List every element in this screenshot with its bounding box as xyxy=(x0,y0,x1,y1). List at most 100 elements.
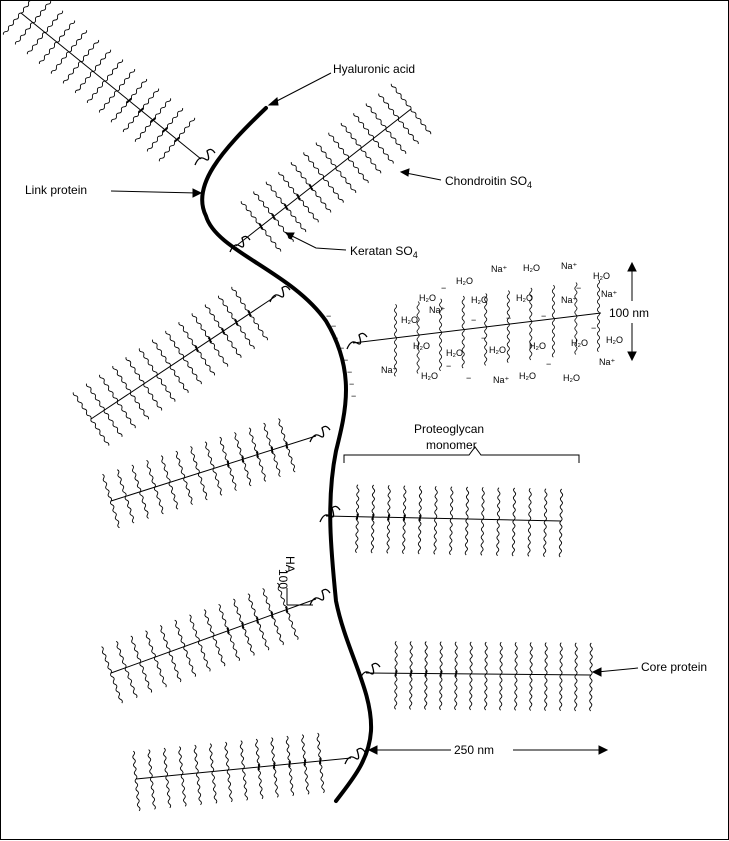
chondroitin-chain xyxy=(264,423,273,450)
chondroitin-chain xyxy=(272,450,281,477)
chondroitin-chain xyxy=(184,478,193,505)
chondroitin-chain xyxy=(147,130,165,152)
chondroitin-chain xyxy=(512,520,515,556)
hydrated-chain xyxy=(597,280,599,316)
proteoglycan-monomer xyxy=(133,733,365,811)
chondroitin-chain xyxy=(153,98,171,120)
chondroitin-chain xyxy=(336,168,356,193)
water-molecule: H₂O xyxy=(456,276,473,286)
water-molecule: H₂O xyxy=(606,335,623,345)
sodium-ion: Na⁺ xyxy=(493,375,510,385)
label-proteoglycan: Proteoglycan xyxy=(414,422,484,436)
chondroitin-chain xyxy=(135,120,153,142)
hydrated-core-protein xyxy=(353,313,601,343)
chondroitin-chain xyxy=(373,138,393,163)
chondroitin-chain xyxy=(425,642,427,674)
chondroitin-chain xyxy=(233,599,243,625)
chondroitin-chain xyxy=(410,641,412,673)
negative-charge: − xyxy=(481,333,486,343)
chondroitin-chain xyxy=(240,741,244,769)
chondroitin-chain xyxy=(263,589,273,615)
chondroitin-chain xyxy=(236,322,254,349)
chondroitin-chain xyxy=(220,437,229,464)
chondroitin-chain xyxy=(410,673,412,709)
chondroitin-chain xyxy=(278,419,287,446)
chondroitin-chain xyxy=(166,331,184,358)
chondroitin-chain xyxy=(500,674,502,710)
chondroitin-chain xyxy=(227,770,232,802)
chondroitin-chain xyxy=(111,101,129,123)
chondroitin-chain xyxy=(198,473,207,500)
chondroitin-chain xyxy=(51,52,69,74)
chondroitin-chain xyxy=(241,201,261,226)
chondroitin-chain xyxy=(286,736,290,764)
chondroitin-chain xyxy=(242,625,254,655)
annotation-lines xyxy=(111,73,638,754)
proteoglycan-monomer xyxy=(230,84,431,252)
chondroitin-chain xyxy=(485,674,487,710)
chondroitin-chain xyxy=(159,140,177,162)
chondroitin-chain xyxy=(304,152,324,177)
negative-charge: − xyxy=(591,323,596,333)
label-100-nm: 100 nm xyxy=(609,306,649,320)
negative-charge: − xyxy=(349,379,354,389)
hydrated-chain xyxy=(552,285,554,321)
chondroitin-chain xyxy=(515,642,517,674)
chondroitin-chain xyxy=(165,108,183,130)
keratan-chain xyxy=(289,761,290,767)
chondroitin-chain xyxy=(257,620,269,650)
chondroitin-chain xyxy=(117,401,135,428)
core-protein-arrowhead xyxy=(593,668,601,676)
chondroitin-chain xyxy=(116,641,126,667)
chondroitin-chain xyxy=(590,643,592,675)
chondroitin-chain xyxy=(256,739,260,767)
sodium-ion: Na⁺ xyxy=(429,305,446,315)
chondroitin-chain xyxy=(371,517,374,553)
proteoglycan-monomer xyxy=(360,641,592,711)
chondroitin-chain xyxy=(177,118,195,140)
chondroitin-chain xyxy=(102,647,112,673)
proteoglycan-monomer xyxy=(102,583,331,703)
proteoglycan-monomer xyxy=(3,1,215,165)
chondroitin-chain xyxy=(91,419,109,446)
chondroitin-chain xyxy=(249,428,258,455)
chondroitin-chain xyxy=(391,84,411,109)
chondroitin-text: Chondroitin SO xyxy=(445,174,527,188)
chondroitin-chain xyxy=(470,674,472,710)
water-molecule: H₂O xyxy=(523,263,540,273)
chondroitin-chain xyxy=(232,287,250,314)
chondroitin-chain xyxy=(560,643,562,675)
chondroitin-chain xyxy=(219,604,229,630)
water-molecule: H₂O xyxy=(471,295,488,305)
chondroitin-chain xyxy=(398,119,418,144)
chondroitin-chain xyxy=(210,744,214,772)
chondroitin-chain xyxy=(133,751,137,779)
negative-charge: − xyxy=(506,313,511,323)
dim-250nm-arrow-right xyxy=(599,746,607,754)
chondroitin-chain xyxy=(63,62,81,84)
label-hyaluronic-acid: Hyaluronic acid xyxy=(333,62,415,76)
chondroitin-chain xyxy=(228,631,240,661)
chondroitin-chain xyxy=(189,615,199,641)
keratan-leader xyxy=(290,235,346,250)
chondroitin-chain xyxy=(248,594,258,620)
chondroitin-chain xyxy=(125,496,134,523)
chondroitin-chain xyxy=(590,675,592,711)
link-protein-knot xyxy=(310,589,330,605)
chondroitin-chain xyxy=(544,521,547,557)
chondroitin-chain xyxy=(319,761,324,793)
chondroitin-chain xyxy=(117,69,135,91)
chondroitin-chain xyxy=(530,675,532,711)
hydrated-chain xyxy=(575,319,577,355)
negative-charge: − xyxy=(471,315,476,325)
chondroitin-chain xyxy=(57,21,75,43)
chondroitin-chain xyxy=(139,348,157,375)
chondroitin-chain xyxy=(218,296,236,323)
chondroitin-chain xyxy=(289,764,294,796)
chondroitin-chain xyxy=(258,767,263,799)
dim-100nm-arrow-up xyxy=(628,263,636,271)
label-link-protein: Link protein xyxy=(25,183,87,197)
keratan-chain xyxy=(320,758,321,764)
chondroitin-subscript: 4 xyxy=(527,180,532,190)
